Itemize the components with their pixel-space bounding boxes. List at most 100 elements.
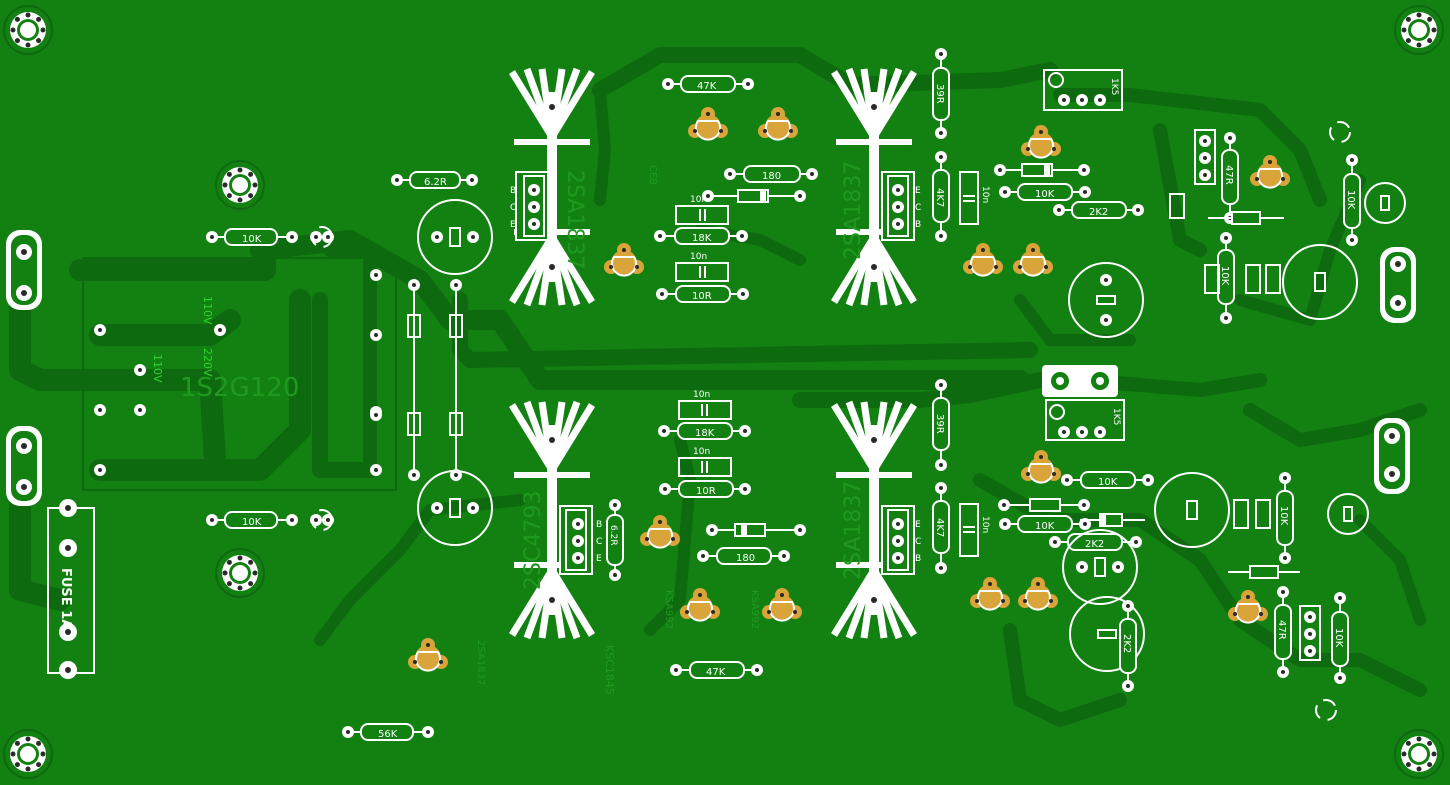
heatsink-bottom-right-pin-c: C [915, 537, 921, 547]
cap-10n-c: 10n [678, 390, 732, 420]
electrolytic-cap-right-top [1282, 244, 1358, 320]
heatsink-bottom-right-part: 2SA1837 [841, 481, 866, 580]
heatsink-top-right-part: 2SA1837 [841, 161, 866, 260]
heatsink-top-left-pin-e: E [510, 220, 516, 230]
mounting-hole-mid-bot [215, 548, 265, 598]
filter-cap-top [417, 199, 493, 275]
copper-traces [9, 47, 1427, 727]
resistor-47k-top-label: 47K [697, 81, 717, 92]
heatsink-bottom-left-pin-e: E [596, 554, 602, 564]
resistor-10k-right-bot2-label: 10K [1278, 506, 1289, 526]
transistor-header-right-top [1194, 129, 1216, 185]
resistor-10k-bot-mid-label: 10K [1098, 477, 1118, 488]
resistor-18k-bot: 18K [658, 422, 751, 440]
power-terminal-bottom [6, 426, 42, 506]
resistor-6r2-bot: 6.2R [606, 499, 624, 581]
resistor-39r-bot: 39R [932, 379, 950, 471]
heatsink-top-right-pin-e: E [915, 186, 921, 196]
resistor-10r-bot: 10R [659, 480, 751, 498]
resistor-47r-right-top: 47R [1221, 132, 1239, 224]
disc-caps-right [1315, 121, 1351, 721]
resistor-10k-left-top: 10K [206, 228, 298, 246]
legend-2sa-small: 2SA1837 [475, 640, 486, 685]
resistor-10k-mid-bot: 10K [999, 515, 1091, 533]
power-terminal-top [6, 230, 42, 310]
cap-10n-b: 10n [675, 252, 729, 282]
resistor-18k-top: 18K [654, 227, 748, 245]
transformer-tap-2: 220V [201, 348, 214, 377]
resistor-180-bot-label: 180 [736, 553, 755, 564]
resistor-10k-left-bot-label: 10K [242, 517, 262, 528]
heatsink-bottom-right-pin-b: B [915, 554, 921, 564]
heatsink-bottom-left-part: 2SC4793 [521, 491, 546, 590]
disc-cap-left-top [310, 226, 334, 248]
diode-bot-mid [998, 498, 1090, 512]
electrolytic-cap-right-bot-small [1327, 493, 1369, 535]
resistor-4k7-top-label: 4K7 [934, 188, 945, 207]
resistor-4k7-top: 4K7 [932, 151, 950, 242]
resistor-10r-top-label: 10R [692, 291, 712, 302]
resistor-10k-right-vert-bot-label: 10K [1333, 628, 1344, 648]
resistor-10k-right-top-label: 10K [1219, 266, 1230, 286]
heatsink-bottom-left: 2SC4793 B C E [512, 402, 602, 638]
resistor-10k-mid-bot-label: 10K [1035, 521, 1055, 532]
cap-10n-d: 10n [678, 447, 732, 477]
heatsink-bottom-right: 2SA1837 E C B [834, 402, 921, 638]
resistor-10k-left-bot: 10K [206, 511, 298, 529]
cap-10n-c-label: 10n [693, 390, 710, 400]
resistor-47k-bot: 47K [670, 661, 763, 679]
diodes-right-top [1169, 193, 1284, 294]
cap-10n-b-label: 10n [690, 252, 707, 262]
mounting-hole-tr [1394, 5, 1444, 55]
resistor-47k-bot-label: 47K [706, 667, 726, 678]
resistor-18k-bot-label: 18K [695, 428, 715, 439]
trimmer-top-label: 1K5 [1109, 78, 1119, 95]
trimmer-top: 1K5 [1043, 69, 1123, 111]
output-terminal-top [1380, 247, 1416, 323]
mounting-hole-mid-top [215, 160, 265, 210]
electrolytic-cap-bot-b [1069, 596, 1145, 672]
resistor-10k-right-top: 10K [1217, 232, 1235, 324]
filter-cap-bottom [417, 470, 493, 546]
resistor-39r-top: 39R [932, 48, 950, 139]
resistor-10k-bot-mid: 10K [1061, 471, 1154, 489]
cap-10n-f: 10n [959, 503, 990, 557]
cap-10n-d-label: 10n [693, 447, 710, 457]
resistor-10k-left-top-label: 10K [242, 234, 262, 245]
cap-10n-a-label: 10n [690, 195, 707, 205]
diodes-right-bot [1228, 499, 1300, 579]
diode-top-mid [994, 163, 1090, 177]
resistor-10k-mid-top-label: 10K [1035, 189, 1055, 200]
diode-bot-mid-2 [1080, 513, 1145, 527]
resistor-180-top-label: 180 [762, 171, 781, 182]
heatsink-bottom-left-pin-c: C [596, 537, 602, 547]
resistor-10r-bot-label: 10R [696, 486, 716, 497]
resistor-2k2-bot: 2K2 [1049, 533, 1142, 551]
heatsink-top-left-pin-b: B [510, 186, 516, 196]
legend-ksa-right: KSA992 [749, 590, 760, 629]
mounting-hole-bl [3, 729, 53, 779]
resistor-180-top: 180 [724, 165, 818, 183]
legend-ksc-left: KSC1845 [603, 645, 616, 695]
resistor-180-bot: 180 [697, 547, 790, 565]
heatsink-top-right-pin-b: B [915, 220, 921, 230]
electrolytic-cap-right-bot [1154, 472, 1230, 548]
electrolytic-cap-mid-top [1068, 262, 1144, 338]
mounting-hole-tl [3, 5, 53, 55]
resistor-10r-top: 10R [656, 285, 749, 303]
fuse-holder: FUSE 1A [47, 499, 95, 679]
resistor-2k2-vert-label: 2K2 [1121, 634, 1132, 653]
resistor-47r-right-top-label: 47R [1223, 165, 1234, 185]
heatsink-bottom-right-pin-e: E [915, 520, 921, 530]
transistor-header-right-bot [1299, 605, 1321, 661]
heatsink-top-left: 2SA1837 B C E [510, 69, 592, 305]
rectifier-diodes [407, 279, 463, 481]
transistor-bias-bottom: 2SA1837 [407, 637, 486, 685]
zener-top [702, 189, 806, 203]
resistor-6r2-bot-label: 6.2R [608, 525, 618, 546]
resistor-2k2-bot-label: 2K2 [1085, 539, 1104, 550]
fuse-label: FUSE 1A [58, 568, 73, 629]
disc-cap-left-bot [310, 509, 334, 531]
resistor-6r2-top-label: 6.2R [424, 177, 447, 188]
